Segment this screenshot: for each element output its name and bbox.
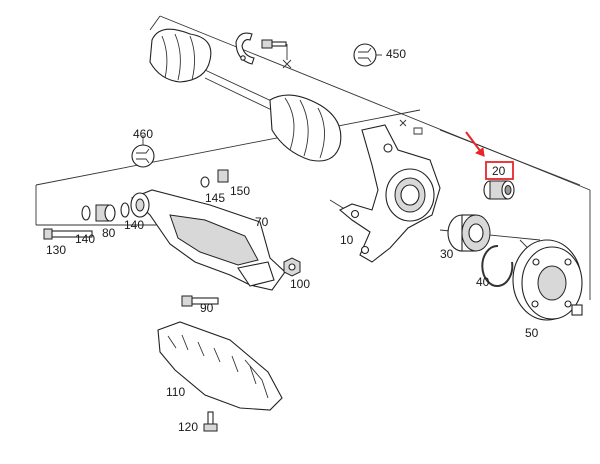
callout-30: 30: [440, 247, 454, 261]
underbody-cover: [157, 321, 283, 411]
callout-140-right: 140: [124, 218, 144, 232]
wheel-hub: [512, 239, 583, 321]
callout-20: 20: [492, 164, 506, 178]
steering-knuckle: [339, 119, 441, 263]
torque-symbol-icon: [131, 135, 155, 168]
callout-100: 100: [290, 277, 310, 291]
top-bolt: [261, 39, 292, 69]
callout-450: 450: [386, 47, 406, 61]
callout-10: 10: [340, 233, 354, 247]
lock-nut: [283, 257, 301, 277]
callout-70: 70: [255, 215, 269, 229]
callout-460: 460: [133, 127, 153, 141]
callout-50: 50: [525, 326, 539, 340]
callout-145: 145: [205, 191, 225, 205]
control-arm: [130, 189, 286, 291]
cover-screw: [203, 411, 218, 432]
callout-40: 40: [476, 275, 490, 289]
callout-130: 130: [46, 243, 66, 257]
drive-shaft: [149, 28, 342, 162]
pivot-bolt-stack: [43, 202, 130, 240]
snap-ring: [481, 244, 514, 287]
highlight-annotation: [465, 131, 514, 180]
bushing: [483, 180, 515, 200]
callout-110: 110: [166, 385, 185, 399]
callout-labels: 450 460 150 145 70 130 140 80 140 100 90…: [46, 47, 539, 434]
callout-150: 150: [230, 184, 250, 198]
retaining-clip: [235, 32, 255, 65]
callout-140-left: 140: [75, 232, 95, 246]
wrench-symbol-icon: [353, 43, 382, 67]
wheel-bearing: [447, 214, 491, 252]
callout-80: 80: [102, 226, 116, 240]
mounting-bolt: [181, 295, 219, 307]
callout-120: 120: [178, 420, 198, 434]
callout-90: 90: [200, 301, 214, 315]
washer-and-nut: [200, 169, 229, 188]
highlight-box: [485, 161, 514, 180]
